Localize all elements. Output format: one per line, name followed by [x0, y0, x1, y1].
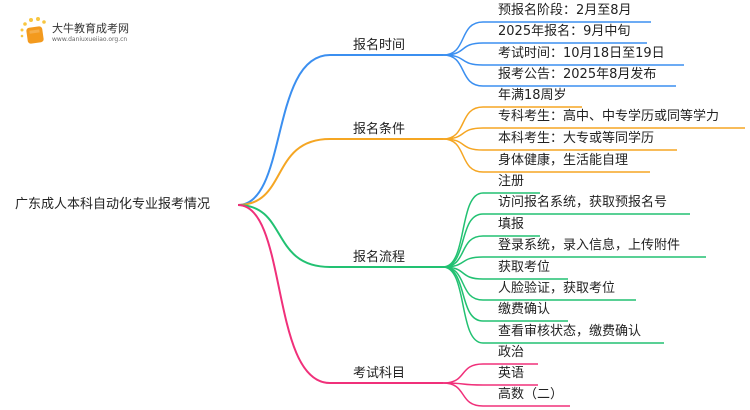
- logo-title: 大牛教育成考网: [52, 22, 129, 35]
- leaf-topic[interactable]: 身体健康，生活能自理: [498, 153, 629, 168]
- leaf-connector: [442, 235, 540, 268]
- leaf-connector: [442, 382, 538, 386]
- leaf-connector: [442, 106, 582, 140]
- leaf-topic[interactable]: 获取考位: [498, 260, 551, 275]
- leaf-topic[interactable]: 缴费确认: [498, 302, 551, 317]
- leaf-topic[interactable]: 考试时间：10月18日至19日: [498, 46, 665, 61]
- leaf-connector: [442, 21, 651, 56]
- branch-topic[interactable]: 考试科目: [353, 366, 406, 381]
- leaf-topic[interactable]: 年满18周岁: [498, 88, 567, 103]
- leaf-topic[interactable]: 英语: [498, 366, 525, 381]
- leaf-connector: [442, 256, 706, 268]
- leaf-topic[interactable]: 登录系统，录入信息，上传附件: [498, 238, 681, 253]
- root-topic[interactable]: 广东成人本科自动化专业报考情况: [15, 197, 211, 212]
- leaf-topic[interactable]: 2025年报名：9月中旬: [498, 24, 631, 39]
- leaf-connector: [442, 213, 690, 268]
- logo-icon: [18, 16, 52, 50]
- leaf-topic[interactable]: 高数（二）: [498, 387, 564, 402]
- leaf-topic[interactable]: 预报名阶段：2月至8月: [498, 3, 632, 18]
- leaf-topic[interactable]: 政治: [498, 345, 525, 360]
- branch-topic[interactable]: 报名流程: [353, 250, 406, 265]
- leaf-connector: [442, 42, 647, 56]
- leaf-connector: [442, 54, 676, 87]
- branch-connector: [237, 138, 443, 206]
- branch-topic[interactable]: 报名时间: [353, 38, 406, 53]
- leaf-topic[interactable]: 填报: [498, 217, 525, 232]
- leaf-topic[interactable]: 专科考生：高中、中专学历或同等学力: [498, 109, 720, 124]
- leaf-connector: [442, 138, 650, 173]
- leaf-topic[interactable]: 注册: [498, 174, 525, 189]
- leaf-connector: [442, 382, 570, 407]
- leaf-topic[interactable]: 查看审核状态，缴费确认: [498, 324, 642, 339]
- leaf-topic[interactable]: 报考公告：2025年8月发布: [498, 67, 657, 82]
- leaf-connector: [442, 192, 540, 268]
- leaf-connector: [442, 127, 745, 140]
- leaf-connector: [442, 266, 664, 344]
- branch-connector: [237, 54, 443, 206]
- branch-connector: [237, 204, 443, 268]
- logo-url: www.daniuxueiiao.org.cn: [52, 36, 128, 43]
- leaf-topic[interactable]: 本科考生：大专或等同学历: [498, 131, 655, 146]
- branch-topic[interactable]: 报名条件: [353, 122, 406, 137]
- branch-connector: [237, 204, 443, 384]
- leaf-topic[interactable]: 人脸验证，获取考位: [498, 281, 616, 296]
- leaf-topic[interactable]: 访问报名系统，获取预报名号: [498, 195, 668, 210]
